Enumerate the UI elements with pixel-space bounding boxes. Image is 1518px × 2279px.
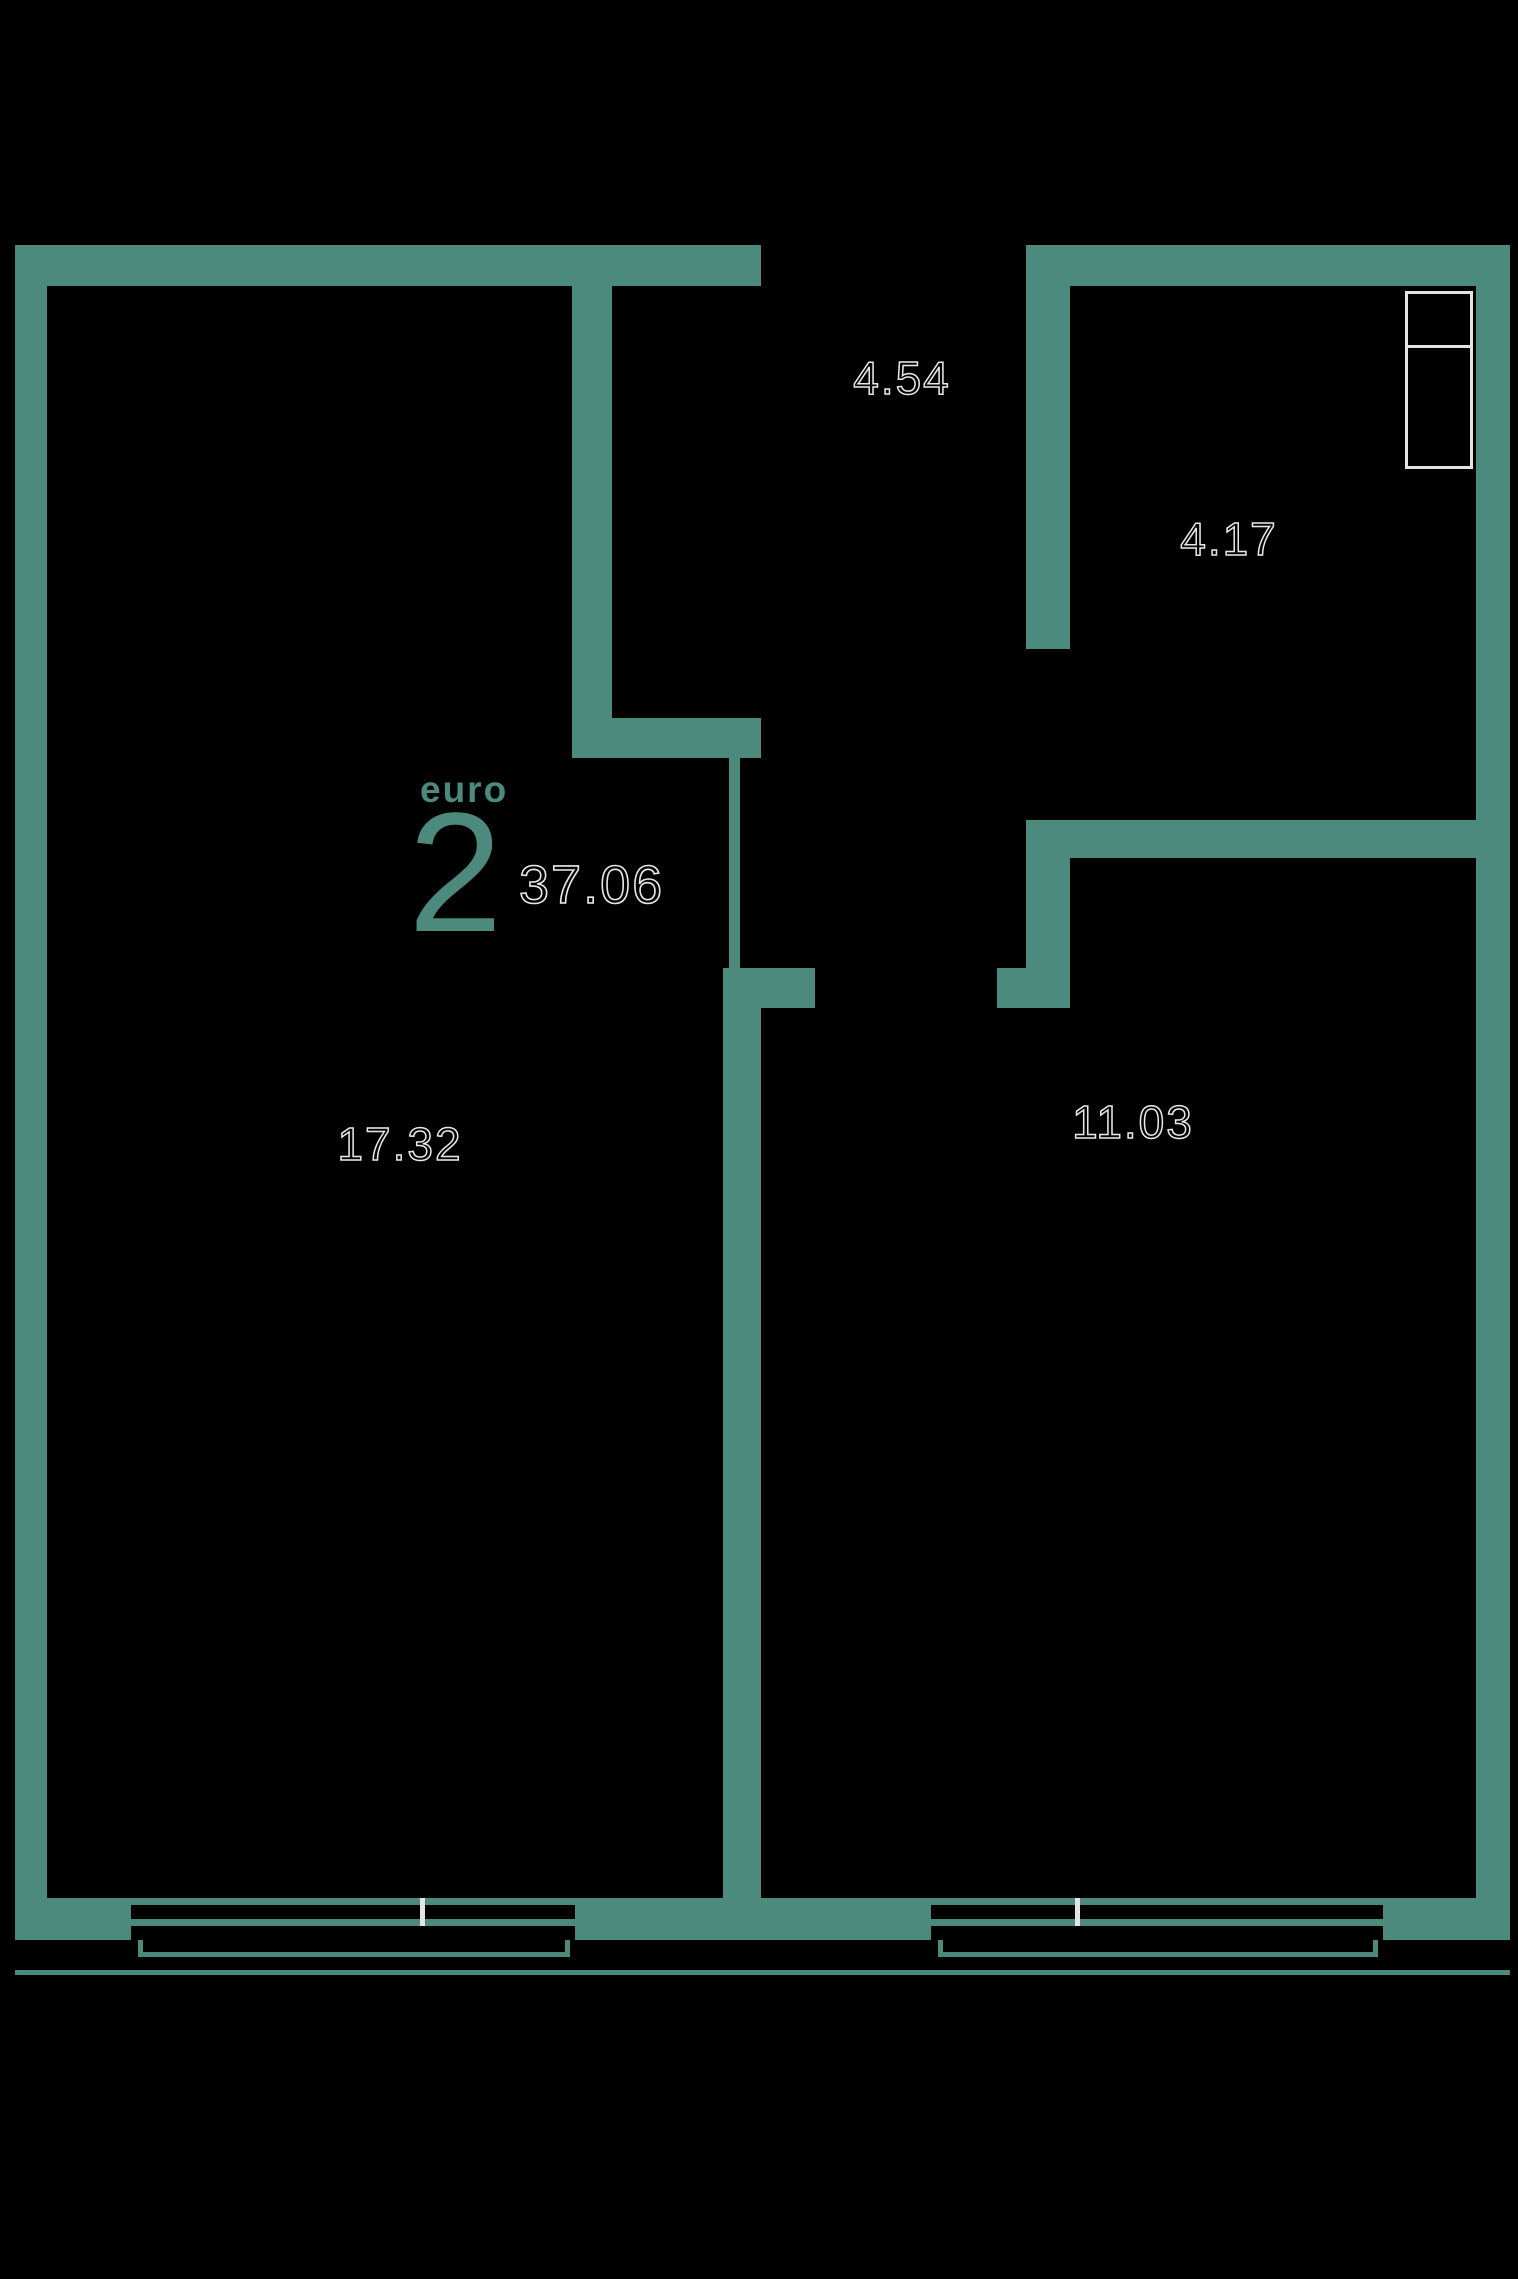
room-area-bathroom: 4.17 <box>1179 512 1278 566</box>
wall-outer-top-right <box>1026 245 1510 286</box>
room-area-living-room: 17.32 <box>337 1117 463 1171</box>
wall-hall-bottom <box>572 718 761 758</box>
window-bedroom-line-inner <box>931 1919 1383 1926</box>
ventilation-shaft <box>1405 291 1473 469</box>
window-bedroom-line-outer <box>931 1898 1383 1905</box>
sill-bedroom <box>938 1952 1378 1957</box>
wall-bathroom-left-upper <box>1026 286 1070 649</box>
unit-rooms-count: 2 <box>408 778 503 968</box>
wall-outer-left <box>15 245 47 1940</box>
wall-outer-right <box>1476 245 1510 1940</box>
room-area-bedroom: 11.03 <box>1071 1095 1194 1149</box>
wall-bathroom-bottom <box>1026 820 1476 858</box>
sill-living-end-right <box>565 1940 570 1957</box>
wall-living-bedroom <box>723 1004 761 1940</box>
wall-outer-top-left <box>15 245 761 286</box>
facade-ground-line <box>15 1970 1510 1975</box>
room-area-entrance-hall: 4.54 <box>852 351 951 405</box>
sill-bedroom-end-left <box>938 1940 943 1957</box>
window-bedroom-tick <box>1075 1898 1080 1926</box>
wall-outer-bottom-left <box>15 1898 131 1940</box>
wall-corridor-bottom-left <box>723 968 815 1008</box>
window-living-line-inner <box>131 1919 575 1926</box>
door-leaf-living-room <box>729 758 740 1004</box>
sill-living <box>138 1952 570 1957</box>
ventilation-shaft-divider <box>1405 345 1473 348</box>
wall-living-hall <box>572 286 612 718</box>
window-living-line-outer <box>131 1898 575 1905</box>
window-living-tick <box>420 1898 425 1926</box>
sill-bedroom-end-right <box>1373 1940 1378 1957</box>
wall-outer-bottom-right <box>1383 1898 1510 1940</box>
unit-total-area: 37.06 <box>518 855 665 915</box>
sill-living-end-left <box>138 1940 143 1957</box>
unit-type-label: euro <box>420 769 509 810</box>
